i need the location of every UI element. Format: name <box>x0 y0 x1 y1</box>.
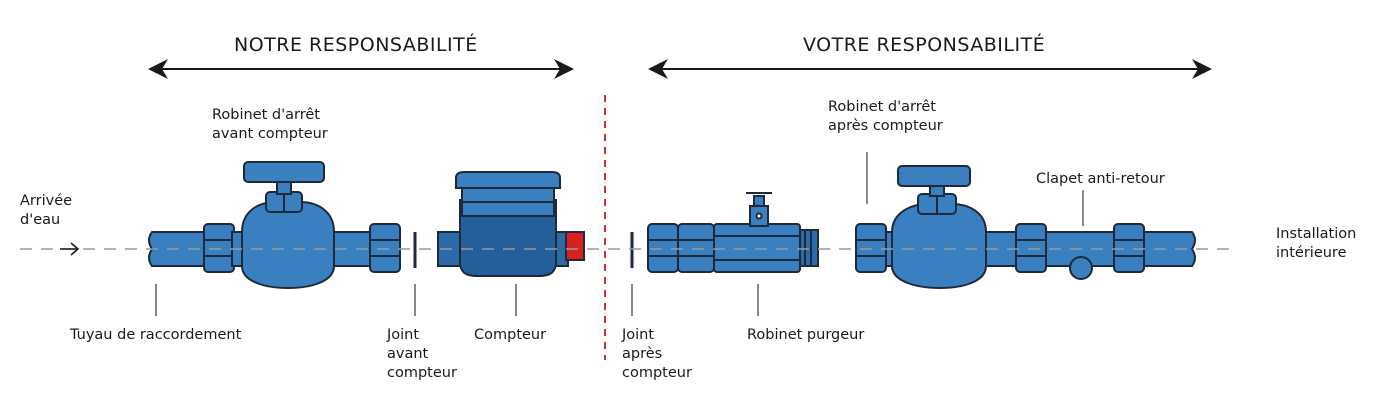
label-robinet-arret-apres: Robinet d'arrêt après compteur <box>828 99 943 134</box>
label-compteur: Compteur <box>474 327 547 343</box>
robinet-arret-apres-compteur <box>855 165 1019 290</box>
label-installation-interieure: Installation intérieure <box>1276 226 1357 261</box>
label-tuyau-raccordement: Tuyau de raccordement <box>70 327 242 343</box>
robinet-purgeur <box>647 192 819 273</box>
compteur <box>437 171 585 277</box>
label-robinet-arret-avant: Robinet d'arrêt avant compteur <box>212 107 328 142</box>
clapet-anti-retour <box>1015 223 1196 280</box>
robinet-arret-avant-compteur <box>231 161 401 290</box>
leader-lines <box>155 152 1084 316</box>
heading-notre-responsabilite: NOTRE RESPONSABILITÉ <box>234 34 478 56</box>
label-joint-avant-compteur: Joint avant compteur <box>387 327 457 381</box>
tuyau-de-raccordement <box>148 223 235 273</box>
label-arrivee-eau: Arrivée d'eau <box>20 193 73 228</box>
label-joint-apres-compteur: Joint après compteur <box>622 327 692 381</box>
label-clapet-anti-retour: Clapet anti-retour <box>1036 171 1165 187</box>
label-robinet-purgeur: Robinet purgeur <box>747 327 865 343</box>
flow-direction-arrow <box>60 242 80 256</box>
heading-votre-responsabilite: VOTRE RESPONSABILITÉ <box>803 34 1046 56</box>
